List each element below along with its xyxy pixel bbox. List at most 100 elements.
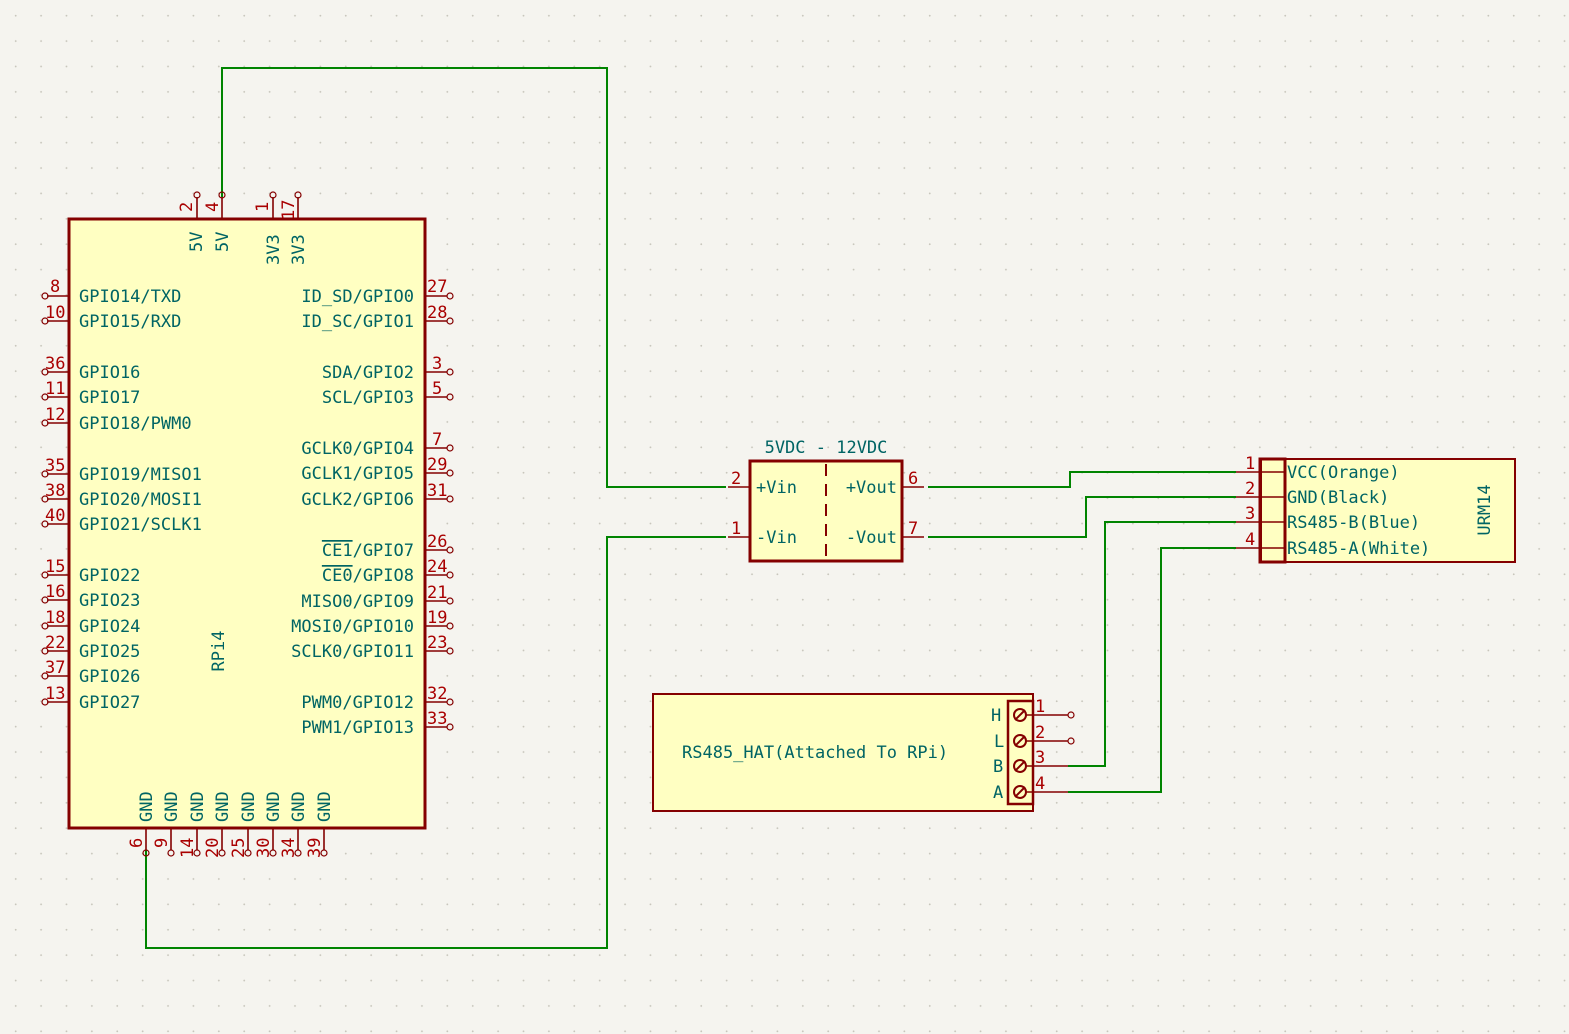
rpi4-bottom-pins: GND 6 GND 9 GND 14 GND 20 GND 25	[127, 791, 335, 858]
rpi4-top-pins: 2 5V 4 5V 1 3V3 17 3V3	[177, 191, 309, 265]
svg-text:GPIO23: GPIO23	[79, 591, 140, 611]
svg-text:GPIO25: GPIO25	[79, 642, 140, 662]
rpi4-left-pin[interactable]: 37 GPIO26	[41, 658, 140, 687]
rpi4-gnd-pin[interactable]: GND 34	[279, 791, 309, 858]
rpi4-right-pin[interactable]: 27 ID_SD/GPIO0	[301, 277, 454, 307]
urm14-pin[interactable]: 1 VCC(Orange)	[1236, 454, 1400, 483]
urm14-connector	[1258, 457, 1287, 564]
rpi4-top-pin[interactable]: 17 3V3	[279, 191, 309, 265]
rpi4-gnd-pin[interactable]: GND 20	[203, 791, 233, 858]
svg-text:-Vout: -Vout	[846, 528, 897, 548]
svg-text:3: 3	[1035, 748, 1045, 768]
svg-text:1: 1	[731, 519, 741, 539]
svg-text:5V: 5V	[187, 232, 207, 252]
svg-text:32: 32	[427, 684, 447, 704]
rpi4-left-pin[interactable]: 40 GPIO21/SCLK1	[41, 506, 202, 535]
hat-terminal-pin[interactable]: B 3	[993, 748, 1068, 777]
ce1-label: CE1/GPIO7	[322, 541, 414, 561]
urm14-pin[interactable]: 3 RS485-B(Blue)	[1236, 504, 1420, 533]
wire-gnd-to-vin-minus[interactable]	[145, 536, 726, 949]
converter-pin-vout-plus[interactable]: 6 +Vout	[846, 469, 924, 498]
rpi4-right-pin[interactable]: 7 GCLK0/GPIO4	[301, 430, 454, 459]
rpi4-right-pin[interactable]: 21 MISO0/GPIO9	[301, 583, 454, 612]
dc-dc-converter-symbol[interactable]: 5VDC - 12VDC 2 +Vin 1 -Vin 6 +Vout 7 -Vo…	[728, 438, 924, 563]
rpi4-top-pin[interactable]: 4 5V	[203, 191, 233, 252]
svg-text:L: L	[994, 732, 1004, 752]
svg-text:9: 9	[152, 838, 172, 848]
rpi4-left-pin[interactable]: 13 GPIO27	[41, 684, 140, 713]
svg-text:38: 38	[45, 481, 65, 501]
svg-text:GPIO15/RXD: GPIO15/RXD	[79, 312, 181, 332]
urm14-symbol[interactable]: URM14 1 VCC(Orange) 2 GND(Black) 3 RS485…	[1236, 454, 1516, 564]
svg-text:GPIO18/PWM0: GPIO18/PWM0	[79, 414, 192, 434]
rpi4-right-pin[interactable]: 29 GCLK1/GPIO5	[301, 455, 454, 484]
svg-text:22: 22	[45, 633, 65, 653]
rpi4-right-pin[interactable]: 28 ID_SC/GPIO1	[301, 303, 454, 332]
rs485-hat-symbol[interactable]: RS485_HAT(Attached To RPi) H 1 L 2 B 3 A	[652, 693, 1075, 812]
svg-text:37: 37	[45, 658, 65, 678]
wire-vout-plus-to-vcc[interactable]	[928, 471, 1236, 488]
rpi4-left-pin[interactable]: 22 GPIO25	[41, 633, 140, 662]
svg-text:2: 2	[1035, 723, 1045, 743]
rpi4-gnd-pin[interactable]: GND 30	[254, 791, 284, 858]
wire-vout-minus-to-gnd[interactable]	[928, 496, 1236, 538]
svg-text:SDA/GPIO2: SDA/GPIO2	[322, 363, 414, 383]
rpi4-right-pin[interactable]: 19 MOSI0/GPIO10	[291, 608, 454, 637]
rpi4-right-pin[interactable]: 31 GCLK2/GPIO6	[301, 481, 454, 510]
rpi4-right-pin[interactable]: 26 CE1/GPIO7	[322, 532, 454, 561]
svg-text:GND: GND	[264, 791, 284, 822]
rpi4-gnd-pin[interactable]: GND 6	[127, 791, 157, 857]
svg-text:+Vout: +Vout	[846, 478, 897, 498]
rpi4-top-pin[interactable]: 1 3V3	[253, 191, 284, 265]
rs485-hat-label: RS485_HAT(Attached To RPi)	[682, 743, 948, 763]
rpi4-gnd-pin[interactable]: GND 25	[229, 791, 259, 858]
rpi4-right-pin[interactable]: 5 SCL/GPIO3	[322, 379, 454, 408]
rpi4-top-pin[interactable]: 2 5V	[177, 191, 207, 252]
converter-pin-vin-plus[interactable]: 2 +Vin	[728, 469, 797, 498]
svg-text:4: 4	[1035, 774, 1045, 794]
rpi4-left-pin[interactable]: 36 GPIO16	[41, 354, 140, 383]
svg-text:31: 31	[427, 481, 447, 501]
rpi4-right-pin[interactable]: 33 PWM1/GPIO13	[301, 709, 454, 738]
rpi4-gnd-pin[interactable]: GND 9	[152, 791, 182, 857]
rpi4-gnd-pin[interactable]: GND 14	[178, 791, 208, 858]
svg-text:GPIO26: GPIO26	[79, 667, 140, 687]
svg-text:27: 27	[427, 277, 447, 297]
urm14-body	[1260, 458, 1516, 563]
wire-5v-to-vin-plus[interactable]	[221, 67, 726, 488]
rpi4-left-pin[interactable]: 16 GPIO23	[41, 582, 140, 611]
wire-hat-a-to-rs485-a[interactable]	[1068, 547, 1236, 793]
svg-text:25: 25	[229, 838, 249, 858]
hat-terminal-pin[interactable]: H 1	[991, 697, 1075, 726]
rpi4-right-pin[interactable]: 3 SDA/GPIO2	[322, 354, 454, 383]
svg-text:GND: GND	[188, 791, 208, 822]
rpi4-left-pin[interactable]: 38 GPIO20/MOSI1	[41, 481, 202, 510]
hat-terminal-pin[interactable]: A 4	[993, 774, 1068, 803]
rpi4-gnd-pin[interactable]: GND 39	[305, 791, 335, 858]
converter-pin-vin-minus[interactable]: 1 -Vin	[728, 519, 797, 548]
svg-text:36: 36	[45, 354, 65, 374]
hat-terminal-pin[interactable]: L 2	[994, 723, 1075, 752]
rpi4-left-pin[interactable]: 12 GPIO18/PWM0	[41, 405, 192, 434]
rpi4-left-pin[interactable]: 8 GPIO14/TXD	[41, 277, 181, 307]
converter-pin-vout-minus[interactable]: 7 -Vout	[846, 519, 924, 548]
svg-text:RS485-A(White): RS485-A(White)	[1287, 539, 1430, 559]
rpi4-right-pin[interactable]: 23 SCLK0/GPIO11	[291, 633, 454, 662]
rpi4-symbol[interactable]: RPi4 2 5V 4 5V 1 3V3	[41, 191, 454, 858]
urm14-pin[interactable]: 4 RS485-A(White)	[1236, 530, 1430, 559]
svg-text:23: 23	[427, 633, 447, 653]
rpi4-left-pin[interactable]: 15 GPIO22	[41, 557, 140, 586]
svg-text:13: 13	[45, 684, 65, 704]
svg-text:GPIO27: GPIO27	[79, 693, 140, 713]
urm14-pin[interactable]: 2 GND(Black)	[1236, 479, 1389, 508]
rpi4-left-pin[interactable]: 10 GPIO15/RXD	[41, 303, 181, 332]
wire-hat-b-to-rs485-b[interactable]	[1068, 521, 1236, 767]
svg-text:SCLK0/GPIO11: SCLK0/GPIO11	[291, 642, 414, 662]
rpi4-left-pin[interactable]: 35 GPIO19/MISO1	[41, 456, 202, 485]
rpi4-left-pin[interactable]: 11 GPIO17	[41, 379, 140, 408]
rpi4-right-pin[interactable]: 24 CE0/GPIO8	[322, 557, 454, 586]
rpi4-left-pin[interactable]: 18 GPIO24	[41, 608, 140, 637]
rpi4-right-pin[interactable]: 32 PWM0/GPIO12	[301, 684, 454, 713]
svg-text:1: 1	[1035, 697, 1045, 717]
